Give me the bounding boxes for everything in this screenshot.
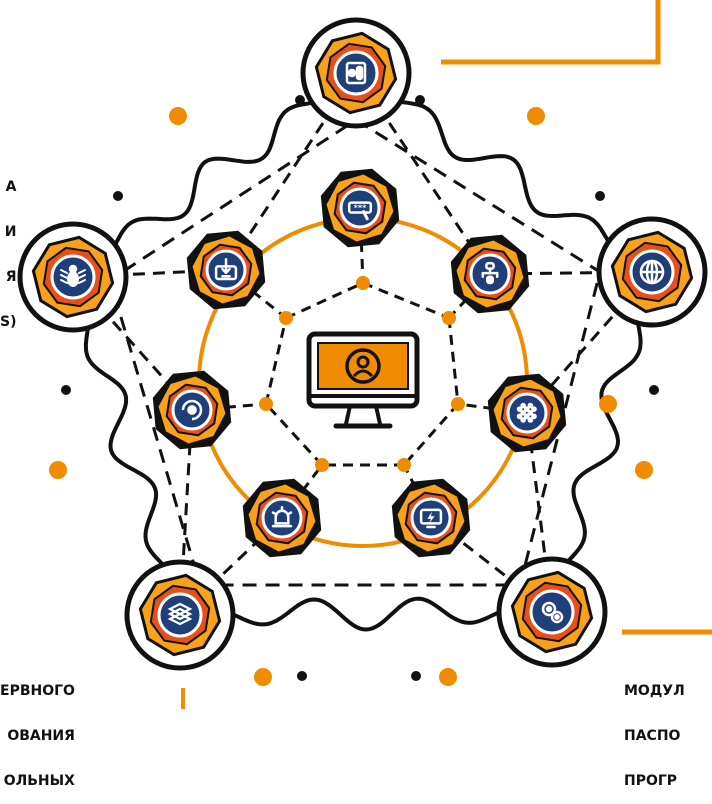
dashed-inner-link (402, 403, 460, 466)
inner-node-download-monitor (186, 230, 266, 310)
dashed-spoke (280, 464, 324, 519)
dashed-outer-polygon (108, 118, 602, 587)
pixel-grid-icon (516, 402, 537, 423)
ring-dot (49, 461, 67, 479)
hub-dot (451, 397, 465, 411)
monitor-user-icon (306, 331, 420, 429)
ring-small-dot (297, 671, 307, 681)
layers-icon (167, 602, 193, 626)
ring-small-dot (61, 385, 71, 395)
cycle-gear-icon (181, 399, 203, 421)
phone-contact-icon (345, 61, 367, 85)
dashed-inner-link (264, 317, 288, 405)
dashed-inner-link (362, 281, 450, 320)
alarm-siren-icon (271, 505, 293, 528)
ring-small-dot (649, 385, 659, 395)
hub-dot (356, 276, 370, 290)
user-circle (345, 348, 381, 384)
inner-node-cycle (152, 370, 232, 450)
label-line: ПАСПО (624, 728, 681, 744)
label-line: МОДУЛ (624, 683, 685, 699)
inner-node-network-lock (450, 234, 530, 314)
outer-node-layers (124, 559, 236, 671)
ring-dot (254, 668, 272, 686)
label-line: Я (5, 269, 17, 285)
ring-dot (169, 107, 187, 125)
ring-dot (527, 107, 545, 125)
label-bottom-right: МОДУЛ ПАСПО ПРОГР (624, 654, 685, 804)
password-touch-icon: *** (347, 201, 373, 221)
outer-node-gears (496, 556, 608, 668)
outer-node-phone (300, 17, 412, 129)
ring-dot (635, 461, 653, 479)
dashed-inner-link (264, 402, 324, 467)
hub-dot (279, 311, 293, 325)
hub-dot (442, 311, 456, 325)
hub-dot (259, 397, 273, 411)
inner-node-lightning-monitor (391, 478, 471, 558)
accent-line-top (441, 0, 661, 65)
gears-icon (541, 601, 564, 624)
wavy-connector (354, 71, 654, 274)
monitor-stand (344, 405, 382, 425)
inner-node-password: *** (320, 168, 400, 248)
ring-small-dot (595, 191, 605, 201)
label-line: ПРОГР (624, 773, 678, 789)
network-diagram: *** (17, 0, 712, 709)
inner-node-pixel (487, 373, 567, 453)
ring-small-dot (295, 95, 305, 105)
hub-dot (397, 458, 411, 472)
label-bottom-left: ЕРВНОГО ОВАНИЯ ОЛЬНЫХ (0, 654, 75, 804)
outer-node-globe (596, 216, 708, 328)
label-line: А (5, 179, 17, 195)
bug-icon (60, 264, 86, 287)
svg-text:***: *** (354, 203, 367, 213)
wavy-connector (71, 71, 358, 279)
download-monitor-icon (214, 257, 238, 281)
globe-icon (639, 259, 665, 285)
label-line: И (4, 224, 17, 240)
label-top-left: А И Я S) (0, 150, 16, 345)
wavy-connector (178, 596, 554, 632)
ring-small-dot (415, 95, 425, 105)
dashed-spoke (225, 268, 287, 320)
hub-dot (315, 458, 329, 472)
network-lock-icon (481, 261, 499, 285)
label-line: ОВАНИЯ (7, 728, 75, 744)
ring-dot (599, 395, 617, 413)
wavy-connector (550, 270, 654, 614)
dashed-inner-link (285, 281, 364, 320)
label-line: S) (0, 314, 17, 330)
ring-small-dot (411, 671, 421, 681)
outer-node-bug (17, 221, 129, 333)
inner-node-alarm (242, 478, 322, 558)
label-line: ОЛЬНЫХ (3, 773, 75, 789)
wavy-connector (71, 275, 182, 617)
ring-dot (439, 668, 457, 686)
user-body (352, 369, 374, 378)
ring-small-dot (113, 191, 123, 201)
dashed-inner-link (447, 317, 460, 405)
lightning-monitor-icon (419, 508, 443, 529)
user-head (356, 355, 370, 369)
label-line: ЕРВНОГО (0, 683, 75, 699)
